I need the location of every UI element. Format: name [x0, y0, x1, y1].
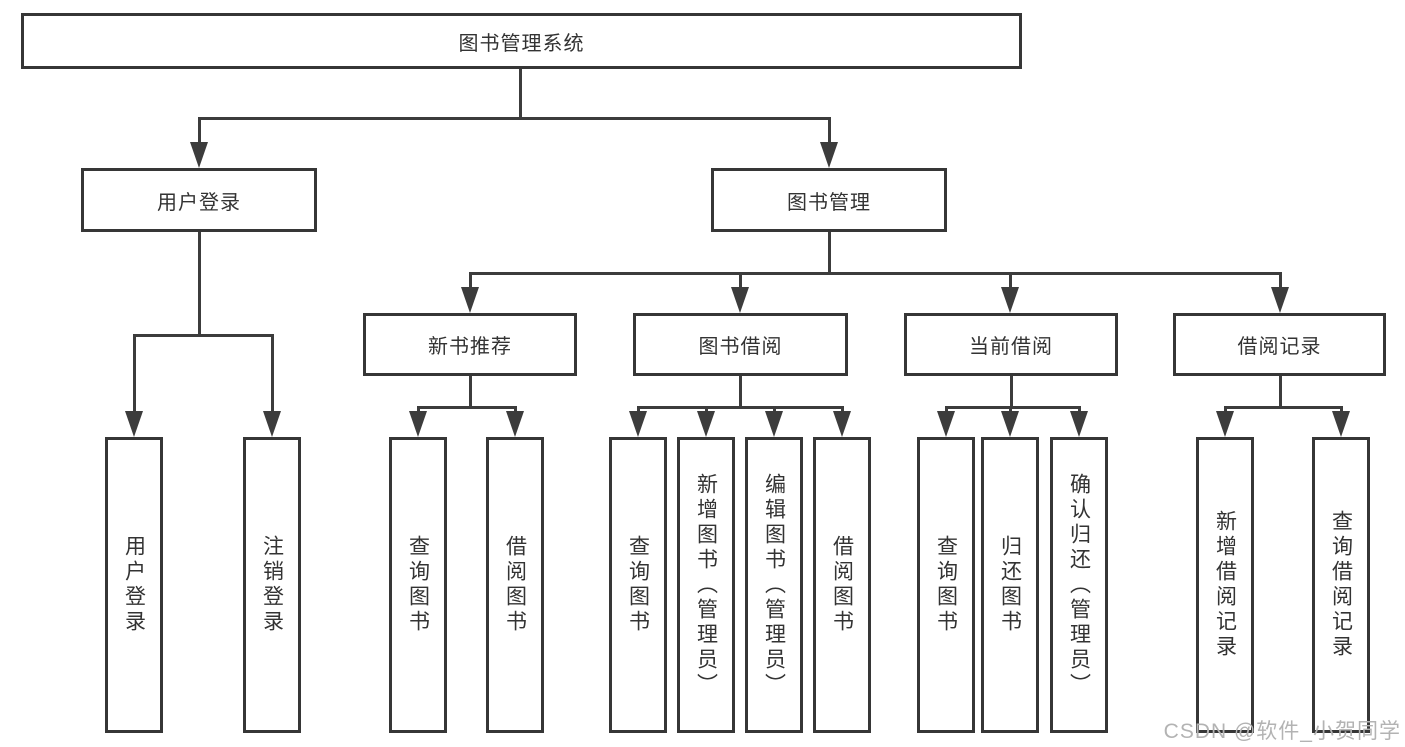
connector-line: [827, 118, 831, 144]
leaf-query-books-current: 查询图书: [917, 437, 975, 733]
leaf-query-borrow-record: 查询借阅记录: [1312, 437, 1370, 733]
connector-arrowhead: [629, 411, 647, 437]
leaf-logout: 注销登录: [243, 437, 301, 733]
connector-line: [132, 333, 274, 337]
connector-line: [518, 69, 522, 120]
connector-line: [944, 405, 1081, 409]
connector-line: [1339, 407, 1343, 413]
connector-arrowhead: [833, 411, 851, 437]
leaf-label: 借阅图书: [830, 535, 854, 635]
connector-arrowhead: [765, 411, 783, 437]
connector-line: [513, 407, 517, 413]
connector-line: [772, 407, 776, 413]
leaf-label: 用户登录: [122, 535, 146, 635]
leaf-add-books-admin: 新增图书（管理员）: [677, 437, 735, 733]
node-current-borrow: 当前借阅: [904, 313, 1118, 376]
connector-line: [738, 376, 742, 409]
connector-line: [468, 376, 472, 409]
node-book-borrow: 图书借阅: [633, 313, 848, 376]
leaf-label: 新增图书（管理员）: [694, 472, 718, 698]
connector-arrowhead: [697, 411, 715, 437]
leaf-label: 编辑图书（管理员）: [762, 472, 786, 698]
connector-arrowhead: [409, 411, 427, 437]
connector-line: [1008, 273, 1012, 289]
node-root: 图书管理系统: [21, 13, 1022, 69]
connector-line: [270, 335, 274, 413]
connector-arrowhead: [190, 142, 208, 168]
connector-line: [1278, 376, 1282, 409]
connector-line: [416, 405, 517, 409]
leaf-confirm-return-admin: 确认归还（管理员）: [1050, 437, 1108, 733]
connector-arrowhead: [820, 142, 838, 168]
leaf-user-login: 用户登录: [105, 437, 163, 733]
connector-line: [1008, 407, 1012, 413]
connector-line: [738, 273, 742, 289]
connector-line: [704, 407, 708, 413]
leaf-label: 归还图书: [998, 535, 1022, 635]
connector-line: [1278, 273, 1282, 289]
connector-line: [636, 405, 844, 409]
leaf-query-books-borrow: 查询图书: [609, 437, 667, 733]
connector-arrowhead: [506, 411, 524, 437]
leaf-label: 查询图书: [934, 535, 958, 635]
node-user-login: 用户登录: [81, 168, 317, 232]
leaf-label: 借阅图书: [503, 535, 527, 635]
connector-line: [636, 407, 640, 413]
node-borrow-records: 借阅记录: [1173, 313, 1386, 376]
connector-line: [1009, 376, 1013, 409]
leaf-borrow-books-recommend: 借阅图书: [486, 437, 544, 733]
connector-arrowhead: [1216, 411, 1234, 437]
connector-arrowhead: [937, 411, 955, 437]
connector-line: [416, 407, 420, 413]
connector-line: [468, 273, 472, 289]
connector-line: [1223, 405, 1343, 409]
leaf-label: 注销登录: [260, 535, 284, 635]
leaf-query-books-recommend: 查询图书: [389, 437, 447, 733]
leaf-label: 查询图书: [626, 535, 650, 635]
connector-line: [827, 232, 831, 275]
csdn-watermark: CSDN @软件_小贺同学: [1163, 720, 1401, 743]
connector-arrowhead: [731, 287, 749, 313]
leaf-label: 查询图书: [406, 535, 430, 635]
connector-line: [132, 335, 136, 413]
connector-line: [944, 407, 948, 413]
connector-line: [468, 271, 1282, 275]
node-new-book-recommend: 新书推荐: [363, 313, 577, 376]
leaf-edit-books-admin: 编辑图书（管理员）: [745, 437, 803, 733]
connector-line: [1077, 407, 1081, 413]
leaf-label: 查询借阅记录: [1329, 510, 1353, 660]
connector-arrowhead: [1001, 287, 1019, 313]
leaf-label: 确认归还（管理员）: [1067, 472, 1091, 698]
connector-line: [1223, 407, 1227, 413]
connector-arrowhead: [1332, 411, 1350, 437]
connector-arrowhead: [1271, 287, 1289, 313]
connector-line: [840, 407, 844, 413]
connector-arrowhead: [1001, 411, 1019, 437]
connector-arrowhead: [125, 411, 143, 437]
connector-arrowhead: [1070, 411, 1088, 437]
leaf-borrow-books: 借阅图书: [813, 437, 871, 733]
connector-line: [197, 232, 201, 337]
connector-line: [197, 116, 831, 120]
leaf-add-borrow-record: 新增借阅记录: [1196, 437, 1254, 733]
connector-arrowhead: [461, 287, 479, 313]
leaf-return-books: 归还图书: [981, 437, 1039, 733]
node-book-management: 图书管理: [711, 168, 947, 232]
connector-arrowhead: [263, 411, 281, 437]
leaf-label: 新增借阅记录: [1213, 510, 1237, 660]
connector-line: [197, 118, 201, 144]
